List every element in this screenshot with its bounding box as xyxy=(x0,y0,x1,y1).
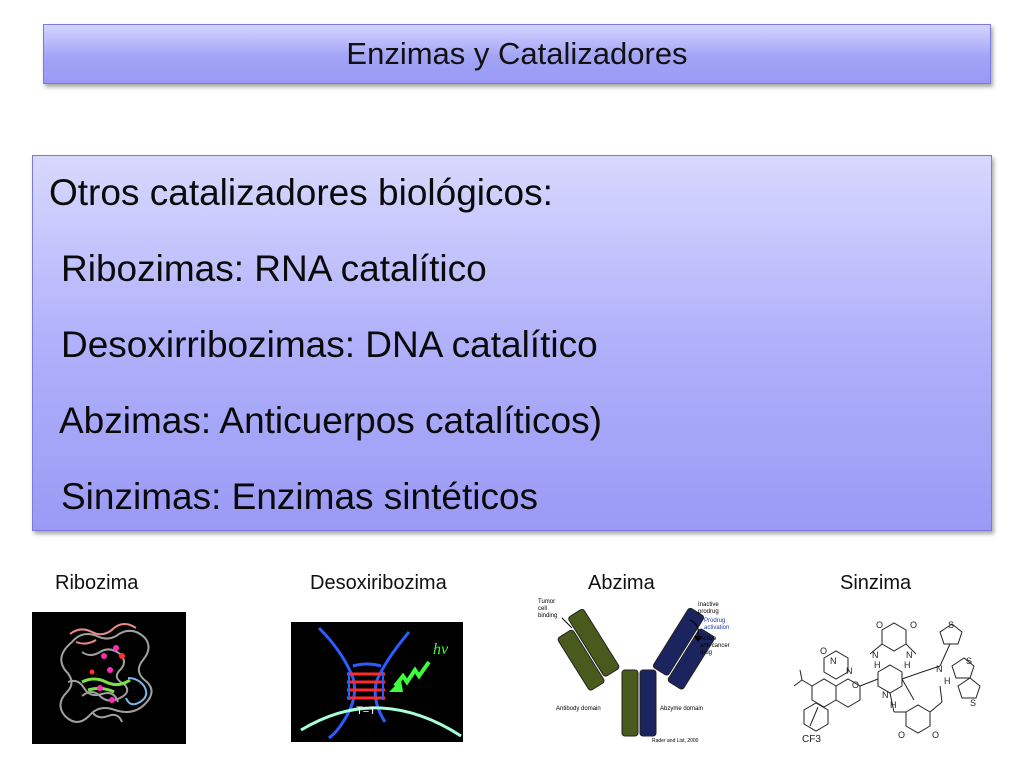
activation-label-2: activation xyxy=(704,625,729,631)
abzima-antibody-diagram: Tumor cell binding Inactive prodrug Prod… xyxy=(532,598,750,746)
svg-text:N: N xyxy=(846,666,853,676)
tumor-label-1: Tumor xyxy=(538,599,555,605)
cf3-label: CF3 xyxy=(802,734,821,745)
svg-text:H: H xyxy=(904,660,911,670)
hv-label: hν xyxy=(433,641,449,658)
svg-text:O: O xyxy=(852,680,859,690)
abzyme-domain-label: Abzyme domain xyxy=(660,706,703,712)
bullet-abzimas: Abzimas: Anticuerpos catalíticos) xyxy=(59,400,602,441)
inactive-label-1: Inactive xyxy=(698,602,719,608)
svg-text:N: N xyxy=(882,690,889,700)
svg-text:S: S xyxy=(966,656,972,666)
content-heading: Otros catalizadores biológicos: xyxy=(49,172,553,213)
slide-title-box: Enzimas y Catalizadores xyxy=(43,24,991,84)
svg-text:S: S xyxy=(948,620,954,630)
caption-sinzima: Sinzima xyxy=(840,572,912,594)
tumor-label-3: binding xyxy=(538,613,557,619)
active-label-3: drug xyxy=(700,650,712,656)
content-box: Otros catalizadores biológicos: Ribozima… xyxy=(32,155,992,531)
svg-text:N: N xyxy=(872,650,879,660)
svg-text:O: O xyxy=(910,620,917,630)
slide-title: Enzimas y Catalizadores xyxy=(346,36,688,71)
svg-text:N: N xyxy=(830,656,837,666)
caption-desoxiribozima: Desoxiribozima xyxy=(310,572,447,594)
svg-text:N: N xyxy=(936,664,943,674)
thymine-dimer-label: T=T xyxy=(356,705,376,717)
svg-text:S: S xyxy=(970,698,976,708)
svg-text:O: O xyxy=(932,730,939,740)
svg-text:H: H xyxy=(874,660,881,670)
svg-text:O: O xyxy=(898,730,905,740)
bullet-ribozimas: Ribozimas: RNA catalítico xyxy=(61,248,487,289)
active-label-2: anti-cancer xyxy=(700,643,730,649)
svg-text:O: O xyxy=(876,620,883,630)
activation-label-1: Prodrug xyxy=(704,618,725,624)
caption-ribozima: Ribozima xyxy=(55,572,139,594)
caption-abzima: Abzima xyxy=(588,572,655,594)
desoxiribozima-diagram-image: T=T hν xyxy=(291,622,463,742)
svg-text:H: H xyxy=(944,676,951,686)
bullet-desoxirribozimas: Desoxirribozimas: DNA catalítico xyxy=(61,324,598,365)
credit-label: Rader and List, 2000 xyxy=(652,738,699,744)
inactive-label-2: prodrug xyxy=(698,609,719,615)
tumor-label-2: cell xyxy=(538,606,547,612)
svg-text:O: O xyxy=(820,646,827,656)
svg-text:N: N xyxy=(906,650,913,660)
svg-text:H: H xyxy=(890,700,897,710)
bullet-sinzimas: Sinzimas: Enzimas sintéticos xyxy=(61,476,539,517)
active-label-1: Active xyxy=(700,636,717,642)
antibody-domain-label: Antibody domain xyxy=(556,706,601,712)
ribozima-structure-image xyxy=(32,612,186,744)
